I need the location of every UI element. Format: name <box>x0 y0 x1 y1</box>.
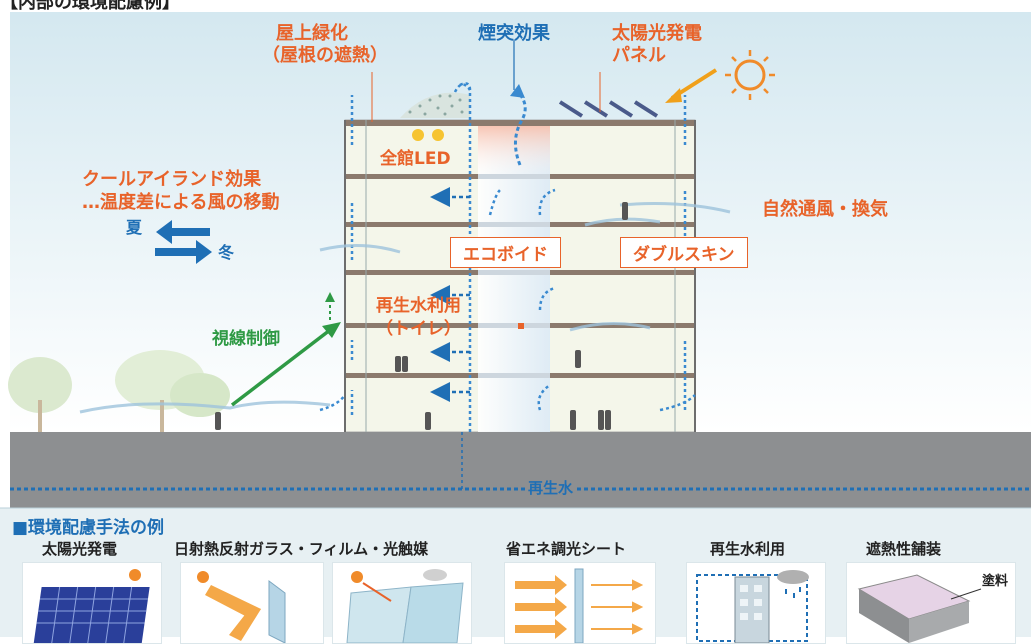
rooftop-greening-label: 屋上緑化 <box>276 23 348 44</box>
method-card-reflective-glass-b <box>332 562 472 644</box>
rooftop-greening-sublabel: （屋根の遮熱） <box>262 45 388 66</box>
recycled-water-toilet-label: （トイレ） <box>376 319 461 339</box>
summer-label: 夏 <box>126 218 143 237</box>
sun-icon <box>725 50 775 100</box>
recycled-water-use-label: 再生水利用 <box>376 296 461 316</box>
solar-panel-label-line2: パネル <box>612 45 666 66</box>
sightline-control-label: 視線制御 <box>212 329 280 349</box>
photocatalyst-glass-icon <box>346 569 464 643</box>
internal-airflow <box>319 82 696 432</box>
summer-arrow-icon <box>156 220 210 244</box>
cool-island-label-line2: …温度差による風の移動 <box>82 192 280 213</box>
recycled-water-label: 再生水 <box>525 479 577 498</box>
winter-arrow-icon <box>155 240 212 264</box>
building <box>344 119 696 433</box>
reflective-glass-icon <box>197 571 286 643</box>
method-card-dimming-sheet <box>504 562 656 644</box>
solar-panel-icon <box>33 569 150 643</box>
ground <box>10 432 1031 508</box>
wind-swooshes <box>79 202 731 414</box>
recycled-water-icon <box>696 570 809 643</box>
natural-ventilation-label: 自然通風・換気 <box>762 199 888 220</box>
method-card-reflective-glass-a <box>180 562 324 644</box>
methods-heading: ■環境配慮手法の例 <box>12 518 165 538</box>
double-skin-label: ダブルスキン <box>620 237 748 268</box>
all-led-label: 全館LED <box>380 149 451 169</box>
roof-solar-panels <box>558 100 659 118</box>
method-card-heat-shield-paving <box>846 562 1016 644</box>
method-card-solar <box>22 562 162 644</box>
sightline-arrow <box>230 328 332 407</box>
method-title-recycled-water: 再生水利用 <box>710 540 786 558</box>
heat-shield-paving-icon <box>857 574 982 643</box>
chimney-effect-label: 煙突効果 <box>478 23 550 44</box>
led-lights-icon <box>412 129 444 141</box>
dimming-sheet-icon <box>515 568 644 643</box>
method-title-solar: 太陽光発電 <box>42 540 118 558</box>
chimney-airflow <box>514 90 527 166</box>
paint-annotation: 塗料 <box>982 574 1009 589</box>
rooftop-greenery <box>400 92 470 118</box>
page-title: 【内部の環境配慮例】 <box>0 0 180 13</box>
method-title-dimming-sheet: 省エネ調光シート <box>506 540 627 558</box>
horizontal-airflow <box>430 187 470 402</box>
trees <box>8 350 230 432</box>
eco-void-label: エコボイド <box>450 237 561 268</box>
solar-panel-label-line1: 太陽光発電 <box>612 23 702 44</box>
method-title-heat-shield-paving: 遮熱性舗装 <box>866 540 942 558</box>
cool-island-label-line1: クールアイランド効果 <box>82 169 262 190</box>
winter-label: 冬 <box>218 243 235 262</box>
method-card-recycled-water <box>686 562 826 644</box>
people-silhouettes <box>215 202 628 430</box>
method-title-reflective-glass: 日射熱反射ガラス・フィルム・光触媒 <box>174 540 429 558</box>
